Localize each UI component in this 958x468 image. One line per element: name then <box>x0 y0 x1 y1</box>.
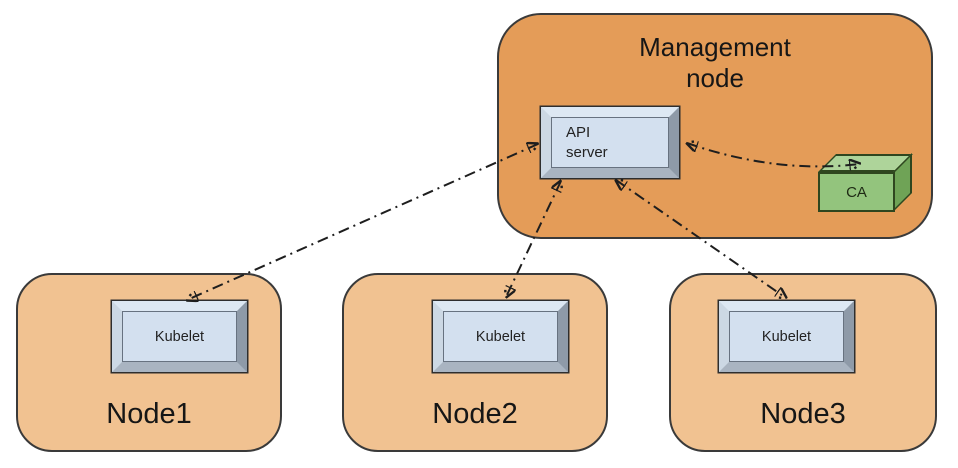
kubelet-face-node3: Kubelet <box>729 311 844 362</box>
ca-box: CA <box>818 172 895 212</box>
kubelet-box-node2: Kubelet <box>433 301 568 372</box>
node2-label: Node2 <box>432 398 518 430</box>
kubelet-label-node2: Kubelet <box>475 328 526 345</box>
kubelet-label-node3: Kubelet <box>761 328 812 345</box>
api-server-face: API server <box>551 117 669 168</box>
kubelet-face-node2: Kubelet <box>443 311 558 362</box>
management-node-label: Management node <box>639 32 791 93</box>
node1-label: Node1 <box>106 398 192 430</box>
kubelet-label-node1: Kubelet <box>154 328 205 345</box>
ca-label: CA <box>846 183 867 201</box>
api-server-box: API server <box>541 107 679 178</box>
api-server-label: API server <box>566 123 608 161</box>
kubelet-face-node1: Kubelet <box>122 311 237 362</box>
kubelet-box-node3: Kubelet <box>719 301 854 372</box>
kubelet-box-node1: Kubelet <box>112 301 247 372</box>
node3-label: Node3 <box>760 398 846 430</box>
